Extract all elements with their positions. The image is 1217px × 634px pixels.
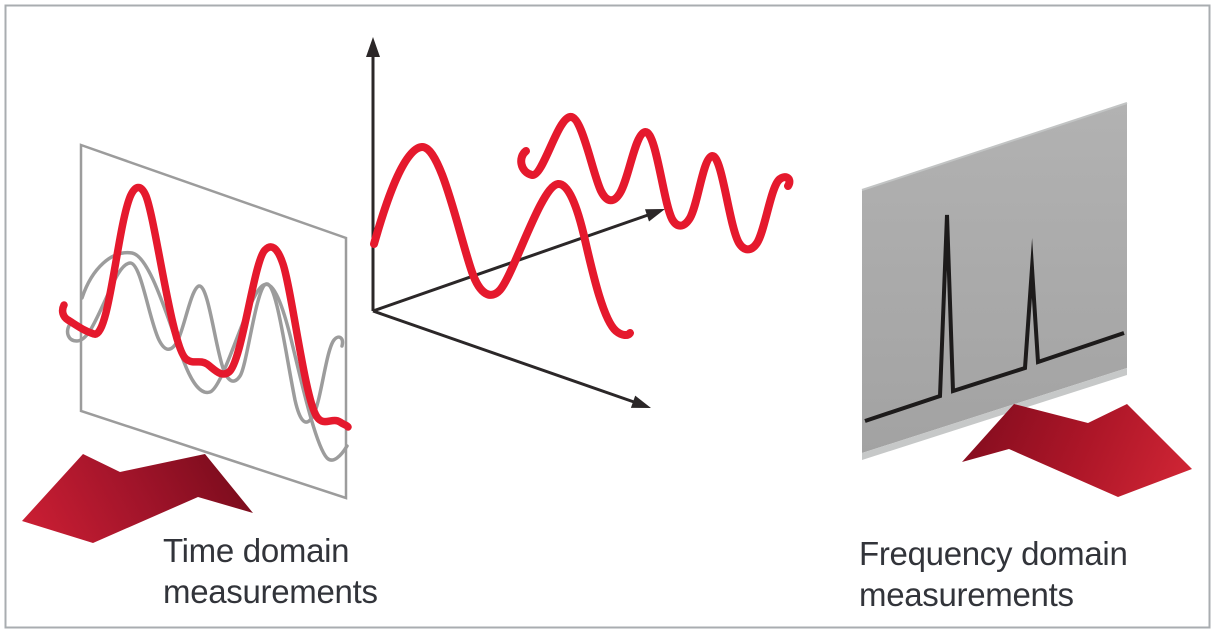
time-domain-label-line1: Time domain bbox=[163, 532, 350, 569]
frequency-plane-bevel-edge bbox=[862, 368, 1127, 460]
frequency-axis-arrow-icon bbox=[645, 209, 665, 222]
composite-time-waveform bbox=[58, 183, 352, 431]
time-axis-arrow-icon bbox=[630, 395, 651, 408]
frequency-domain-label-line2: measurements bbox=[859, 576, 1074, 613]
time-axis bbox=[372, 309, 635, 404]
sine-wave-low-frequency bbox=[370, 143, 634, 340]
gray-component-low-frequency bbox=[80, 251, 349, 462]
frequency-domain-label-line1: Frequency domain bbox=[859, 535, 1128, 572]
time-domain-arrow-icon bbox=[22, 454, 253, 543]
amplitude-axis-arrow-icon bbox=[366, 37, 380, 57]
frequency-plane-top-highlight bbox=[861, 102, 1128, 191]
time-domain-plane-group bbox=[58, 143, 352, 500]
spectrum-trace bbox=[864, 214, 1125, 423]
frequency-domain-arrow-icon bbox=[962, 404, 1192, 497]
frequency-domain-label: Frequency domain measurements bbox=[859, 533, 1128, 615]
frequency-domain-plane bbox=[862, 103, 1127, 453]
time-domain-label: Time domain measurements bbox=[163, 530, 378, 612]
component-waves-3d-group bbox=[370, 113, 794, 340]
sine-wave-high-frequency bbox=[517, 113, 794, 254]
time-domain-label-line2: measurements bbox=[163, 573, 378, 610]
frequency-domain-plane-group bbox=[861, 102, 1128, 460]
